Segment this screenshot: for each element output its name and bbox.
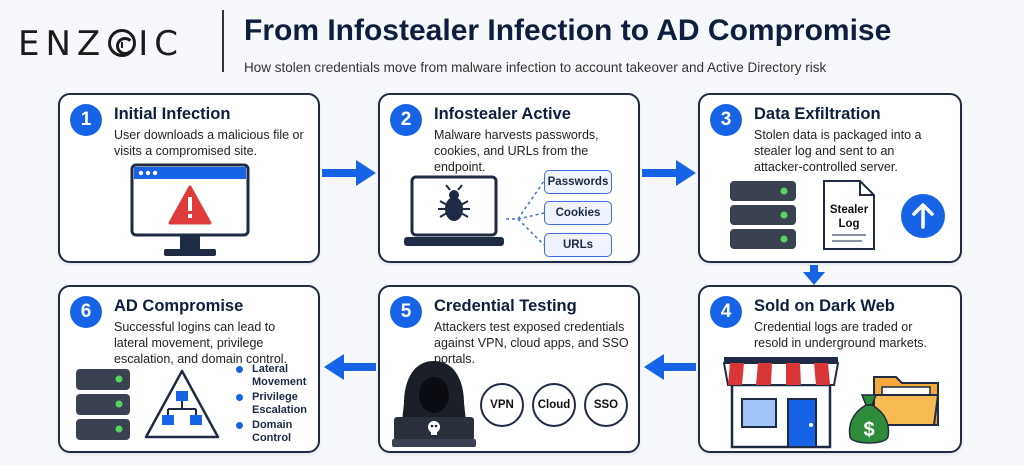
document-icon <box>823 180 875 250</box>
step-description: Malware harvests passwords, cookies, and… <box>434 128 599 174</box>
step-number: 4 <box>710 296 742 328</box>
step-number: 3 <box>710 104 742 136</box>
server-icon <box>730 181 796 249</box>
step-number: 1 <box>70 104 102 136</box>
step-description: User downloads a malicious file or visit… <box>114 128 304 158</box>
step-title: Initial Infection <box>114 105 231 123</box>
step-number: 5 <box>390 296 422 328</box>
svg-text:$: $ <box>863 419 874 441</box>
step-title: Credential Testing <box>434 297 577 315</box>
header-divider <box>222 10 224 72</box>
step-card-ad-compromise: 6 AD Compromise Successful logins can le… <box>58 285 320 453</box>
step-number: 2 <box>390 104 422 136</box>
step-card-initial-infection: 1 Initial Infection User downloads a mal… <box>58 93 320 263</box>
step-description: Successful logins can lead to lateral mo… <box>114 320 288 366</box>
step-description: Credential logs are traded or resold in … <box>754 320 928 350</box>
step-card-infostealer-active: 2 Infostealer Active Malware harvests pa… <box>378 93 640 263</box>
flow-arrow-right <box>322 160 376 186</box>
step-card-sold-on-dark-web: 4 Sold on Dark Web Credential logs are t… <box>698 285 962 453</box>
server-icon <box>76 369 130 440</box>
step-title: Data Exfiltration <box>754 105 881 123</box>
flow-arrow-left <box>644 354 696 380</box>
money-bag-icon: $ <box>848 394 890 444</box>
flow-arrow-down <box>803 265 825 285</box>
laptop-bug-icon <box>404 175 504 246</box>
target-sso: SSO <box>584 383 628 427</box>
harvest-chip-urls: URLs <box>544 233 612 257</box>
step-title: AD Compromise <box>114 297 244 315</box>
page-subtitle: How stolen credentials move from malware… <box>244 60 827 75</box>
target-vpn: VPN <box>480 383 524 427</box>
step-title: Infostealer Active <box>434 105 571 123</box>
monitor-warning-icon <box>130 163 250 256</box>
step-title: Sold on Dark Web <box>754 297 895 315</box>
network-hierarchy-icon <box>144 369 220 439</box>
harvest-chip-cookies: Cookies <box>544 201 612 225</box>
hacker-icon <box>392 361 476 447</box>
connector-lines <box>506 181 545 246</box>
target-cloud: Cloud <box>532 383 576 427</box>
step-description: Attackers test exposed credentials again… <box>434 320 629 366</box>
step-number: 6 <box>70 296 102 328</box>
step-card-data-exfiltration: 3 Data Exfiltration Stolen data is packa… <box>698 93 962 263</box>
step-description: Stolen data is packaged into a stealer l… <box>754 128 922 174</box>
page-title: From Infostealer Infection to AD Comprom… <box>244 14 892 47</box>
storefront-icon <box>722 357 840 449</box>
flow-arrow-right <box>642 160 696 186</box>
harvest-chip-passwords: Passwords <box>544 170 612 194</box>
flow-arrow-left <box>324 354 376 380</box>
folder-icon <box>873 376 940 426</box>
upload-arrow-icon <box>901 194 945 238</box>
step-card-credential-testing: 5 Credential Testing Attackers test expo… <box>378 285 640 453</box>
logo-o-icon <box>108 29 137 57</box>
